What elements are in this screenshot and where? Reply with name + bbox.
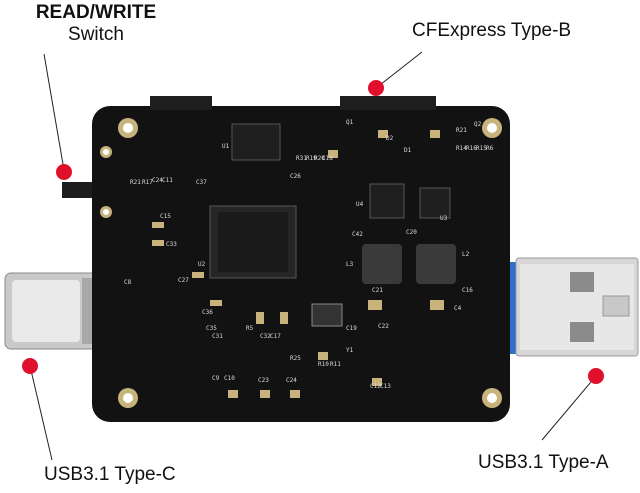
silkscreen-text: C16 xyxy=(462,287,473,294)
usb-c-connector xyxy=(4,272,110,350)
leader-line xyxy=(375,51,423,89)
silkscreen-text: D1 xyxy=(404,147,412,154)
silkscreen-text: C9 xyxy=(212,375,220,382)
silkscreen-text: Q1 xyxy=(346,119,354,126)
silkscreen-text: C33 xyxy=(166,241,177,248)
silkscreen-text: C4 xyxy=(454,305,462,312)
silkscreen-text: U3 xyxy=(440,215,448,222)
silkscreen-text: C35 xyxy=(206,325,217,332)
silkscreen-text: R19 xyxy=(306,155,317,162)
silkscreen-text: R5 xyxy=(246,325,254,332)
silkscreen-text: C27 xyxy=(178,277,189,284)
silkscreen-text: R17 xyxy=(142,179,153,186)
callout-cfexpress xyxy=(368,51,423,96)
red-dot-marker xyxy=(368,80,384,96)
read-write-subtitle: Switch xyxy=(68,24,124,45)
silkscreen-text: C11 xyxy=(162,177,173,184)
red-dot-marker xyxy=(56,164,72,180)
silkscreen-text: U4 xyxy=(356,201,364,208)
silkscreen-text: R16 xyxy=(466,145,477,152)
silkscreen-text: C42 xyxy=(352,231,363,238)
silkscreen-text: R11 xyxy=(330,361,341,368)
red-dot-marker xyxy=(588,368,604,384)
cfexpress-label: CFExpress Type-B xyxy=(412,20,572,41)
silkscreen-text: C21 xyxy=(372,287,383,294)
silkscreen-text: D2 xyxy=(386,135,394,142)
silkscreen-text: C24 xyxy=(286,377,297,384)
usb-a-label: USB3.1 Type-A xyxy=(478,452,609,473)
silkscreen-text: C32 xyxy=(260,333,271,340)
silkscreen-text: C10 xyxy=(224,375,235,382)
silkscreen-text: C17 xyxy=(270,333,281,340)
silkscreen-text: Q2 xyxy=(474,121,482,128)
callout-usb-c xyxy=(22,358,53,461)
silkscreen-text: C12 xyxy=(370,383,381,390)
read-write-switch-label: READ/WRITE Switch xyxy=(34,2,158,46)
silkscreen-text: R20 xyxy=(314,155,325,162)
silkscreen-text: C22 xyxy=(378,323,389,330)
silkscreen-text: R31 xyxy=(296,155,307,162)
silkscreen-text: Y1 xyxy=(346,347,354,354)
silkscreen-text: R14 xyxy=(456,145,467,152)
silkscreen-text: U1 xyxy=(222,143,230,150)
leader-line xyxy=(43,53,65,171)
silkscreen-text: C26 xyxy=(290,173,301,180)
silkscreen-text: C36 xyxy=(202,309,213,316)
leader-line xyxy=(29,365,53,461)
silkscreen-text: R25 xyxy=(290,355,301,362)
silkscreen-text: R6 xyxy=(486,145,494,152)
silkscreen-text: C13 xyxy=(380,383,391,390)
silkscreen-text: C8 xyxy=(124,279,132,286)
silkscreen-text: C15 xyxy=(160,213,171,220)
silkscreen-text: R15 xyxy=(476,145,487,152)
silkscreen-text: L3 xyxy=(346,261,354,268)
callout-read-write xyxy=(43,53,72,180)
silkscreen-text: R10 xyxy=(318,361,329,368)
silkscreen-text: C31 xyxy=(212,333,223,340)
silkscreen-text: C37 xyxy=(196,179,207,186)
silkscreen-text: C19 xyxy=(346,325,357,332)
silkscreen-text: C23 xyxy=(258,377,269,384)
silkscreen-text: C18 xyxy=(322,155,333,162)
silkscreen-text: C24 xyxy=(152,177,163,184)
callout-usb-a xyxy=(541,368,604,441)
read-write-title: READ/WRITE xyxy=(35,2,157,23)
red-dot-marker xyxy=(22,358,38,374)
usb-c-label: USB3.1 Type-C xyxy=(44,464,176,485)
leader-line xyxy=(541,375,597,441)
silkscreen-text: U2 xyxy=(198,261,206,268)
silkscreen-text: R21 xyxy=(130,179,141,186)
silkscreen-text: R21 xyxy=(456,127,467,134)
silkscreen-text: C20 xyxy=(406,229,417,236)
silkscreen-text: L2 xyxy=(462,251,470,258)
